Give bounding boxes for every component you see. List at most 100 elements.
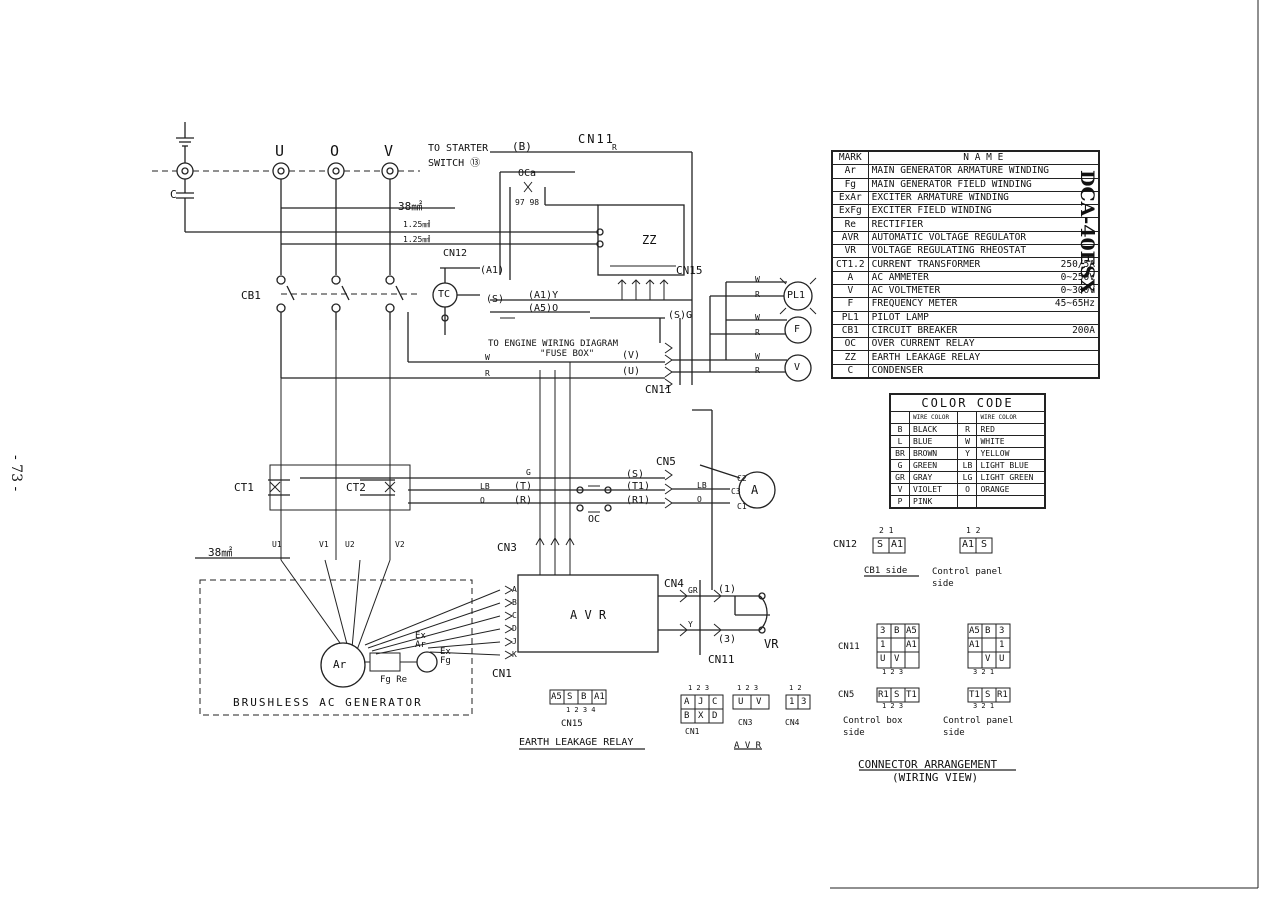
color-code: L (889, 435, 910, 448)
label-u-wire: (U) (622, 366, 641, 377)
color-name: BLACK (908, 423, 959, 436)
cn11a-pin: V (894, 654, 900, 664)
label-tc: TC (438, 289, 451, 300)
conn-avr: A V R (734, 741, 762, 751)
cn11a-pin: A1 (906, 640, 917, 650)
legend-name: AUTOMATIC VOLTAGE REGULATOR (867, 230, 1052, 246)
legend-name: RECTIFIER (867, 217, 1052, 232)
label-ct1: CT1 (234, 481, 254, 494)
label-c2: C2 (737, 474, 747, 483)
label-r2: R (755, 328, 760, 337)
label-brushless: BRUSHLESS AC GENERATOR (233, 696, 423, 709)
color-code: V (889, 483, 910, 496)
label-fuse-box: "FUSE BOX" (540, 349, 595, 359)
label-cn5: CN5 (656, 455, 676, 468)
conn-elr: EARTH LEAKAGE RELAY (519, 737, 634, 748)
legend-name: AC AMMETER (867, 270, 1052, 285)
color-code: W (957, 435, 978, 448)
label-cn1: CN1 (492, 667, 512, 680)
legend-name: CIRCUIT BREAKER (867, 323, 1052, 339)
color-header-spacer-2 (957, 411, 978, 424)
label-s-wire: (S) (626, 469, 645, 480)
legend-mark: F (831, 297, 869, 312)
label-v-wire: (V) (622, 350, 641, 361)
color-code: LG (957, 471, 978, 484)
cn12-connectors (872, 537, 993, 554)
cn5b-pin: R1 (997, 690, 1008, 700)
label-y: Y (688, 620, 693, 629)
label-oc: OC (588, 514, 601, 525)
avr-connectors (680, 694, 811, 724)
label-t-wire: (T) (514, 481, 533, 492)
cn11b-pin: U (999, 654, 1005, 664)
legend-mark: Re (831, 217, 869, 232)
label-n1: (1) (718, 584, 737, 595)
legend-name: AC VOLTMETER (867, 283, 1052, 299)
terminal-v: V (384, 142, 394, 160)
legend-value: 45~65Hz (1051, 297, 1100, 312)
cn15-connector (549, 689, 607, 705)
label-cn15: CN15 (676, 264, 703, 277)
legend-value (1051, 310, 1100, 325)
conn-cn12-nums-b: 1 2 (966, 526, 981, 535)
color-code: R (957, 423, 978, 436)
label-s: (S) (486, 294, 505, 305)
color-name (976, 495, 1046, 509)
conn-cn12-nums-a: 2 1 (879, 526, 894, 535)
label-ar: Ar (333, 658, 347, 671)
cn1-terminal-letters: A B C D J K (512, 583, 517, 661)
conn-cn15-nums: 1 2 3 4 (566, 706, 596, 714)
conn-nums321-cn5: 3 2 1 (973, 702, 995, 710)
label-wire125b: 1.25㎟ (403, 235, 431, 244)
label-t1-wire: (T1) (626, 481, 651, 492)
label-r1: R (755, 290, 760, 299)
color-name: VIOLET (908, 483, 959, 496)
color-code: LB (957, 459, 978, 472)
label-r1-wire: (R1) (626, 495, 651, 506)
conn-nums321-cn11: 3 2 1 (973, 668, 995, 676)
cn11b-pin: A1 (969, 640, 980, 650)
conn-title: CONNECTOR ARRANGEMENT (858, 758, 998, 771)
legend-name: EXCITER FIELD WINDING (867, 204, 1052, 219)
label-o: O (480, 496, 485, 505)
cn1-pin: X (698, 711, 704, 721)
cn11a-pin: 1 (880, 640, 886, 650)
label-cn11-top: CN11 (578, 132, 615, 146)
letter-d: D (512, 624, 517, 633)
letter-j: J (512, 637, 517, 646)
color-header-1: WIRE COLOR (908, 411, 959, 424)
label-v1: V1 (319, 540, 329, 549)
conn-cn15: CN15 (561, 719, 583, 729)
legend-header-mark: MARK (831, 150, 869, 166)
color-name: BLUE (908, 435, 959, 448)
conn-cn1: CN1 (685, 727, 700, 736)
color-name: BROWN (908, 447, 959, 460)
cn11a-pin: B (894, 626, 900, 636)
conn-cn3: CN3 (738, 718, 753, 727)
legend-name: EXCITER ARMATURE WINDING (867, 190, 1052, 206)
legend-name: MAIN GENERATOR FIELD WINDING (867, 177, 1052, 192)
label-o2: O (697, 495, 702, 504)
color-header-spacer-1 (889, 411, 910, 424)
color-code: G (889, 459, 910, 472)
color-code: Y (957, 447, 978, 460)
cn1-pin: A (684, 697, 690, 707)
label-oca-nums: 97 98 (515, 198, 540, 207)
